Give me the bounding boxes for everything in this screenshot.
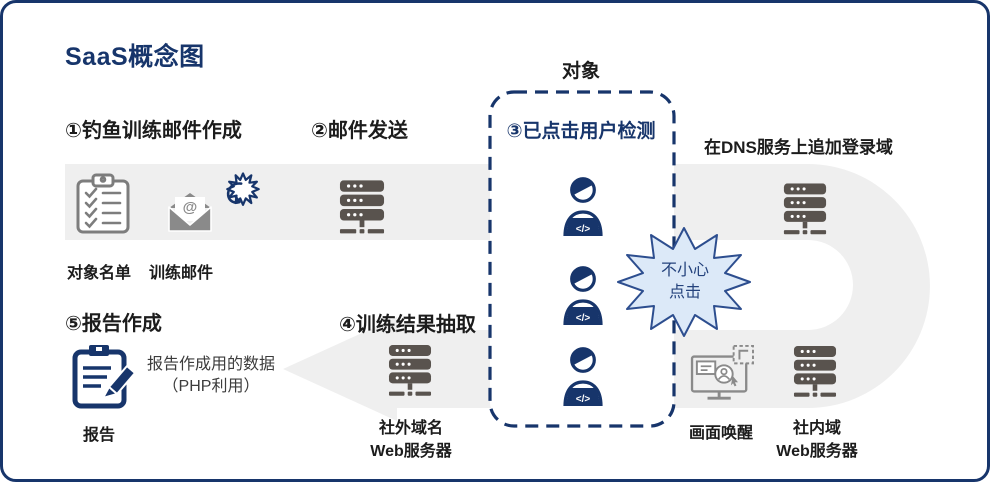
report-data-line1: 报告作成用的数据 [146, 356, 275, 373]
accident-click-burst [617, 227, 751, 337]
dns-note: 在DNS服务上追加登录域 [704, 138, 893, 157]
burst-line2: 点击 [668, 284, 701, 301]
step1-heading: ①钓鱼训练邮件作成 [65, 120, 242, 142]
open-mail-at-icon: @ [168, 193, 212, 232]
user-laptop-icon-2: </> [563, 266, 603, 326]
external-web-line2: Web服务器 [370, 443, 452, 460]
report-data-note: 报告作成用的数据 （PHP利用） [139, 354, 283, 398]
monitor-wake-icon [690, 344, 754, 400]
internal-web-line1: 社内域 [792, 420, 841, 437]
at-glyph: @ [183, 199, 198, 216]
burst-line1: 不小心 [660, 262, 709, 279]
screen-wake-label: 画面唤醒 [689, 425, 754, 442]
report-pencil-icon [72, 345, 136, 409]
report-data-line2: （PHP利用） [162, 378, 260, 395]
external-web-line1: 社外域名 [378, 420, 443, 437]
external-web-server-icon [388, 345, 432, 398]
user-laptop-icon-1: </> [563, 177, 603, 237]
laptop-code-glyph: </> [576, 224, 591, 235]
step3-heading: ③已点击用户检测 [506, 121, 656, 142]
target-list-label: 对象名单 [67, 265, 132, 282]
step2-heading: ②邮件发送 [311, 120, 408, 142]
report-label: 报告 [83, 427, 116, 444]
internal-web-server-icon [793, 346, 837, 399]
internal-web-server-label: 社内域 Web服务器 [761, 417, 873, 463]
phishing-hook-burst-icon [226, 172, 260, 206]
user-laptop-icon-3: </> [563, 347, 603, 407]
clipboard-checklist-icon [76, 173, 130, 234]
page-title: SaaS概念图 [65, 43, 205, 71]
training-mail-label: 训练邮件 [149, 265, 214, 282]
dns-server-icon [783, 183, 827, 237]
laptop-code-glyph: </> [576, 313, 591, 324]
step4-heading: ④训练结果抽取 [339, 314, 476, 336]
external-web-server-label: 社外域名 Web服务器 [353, 417, 469, 463]
step5-heading: ⑤报告作成 [65, 313, 162, 335]
internal-web-line2: Web服务器 [776, 443, 858, 460]
mail-server-icon [339, 180, 385, 236]
laptop-code-glyph: </> [576, 394, 591, 405]
target-group-label: 对象 [561, 61, 600, 82]
accident-click-text: 不小心 点击 [620, 260, 750, 304]
